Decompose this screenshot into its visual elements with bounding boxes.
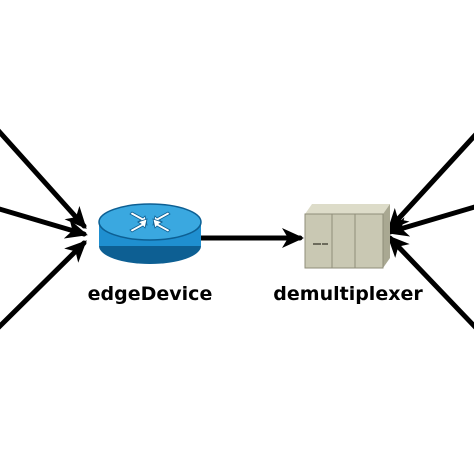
edge-right-middle — [386, 204, 474, 237]
router-icon — [98, 203, 202, 264]
edge-left-upper — [0, 128, 87, 229]
server-box-icon — [304, 204, 390, 269]
edgedevice-label: edgeDevice — [88, 283, 213, 305]
edge-right-upper — [387, 132, 474, 231]
edge-right-lower — [387, 235, 474, 330]
edge-left-middle — [0, 206, 88, 239]
demultiplexer-label: demultiplexer — [273, 283, 423, 305]
edge-left-lower — [0, 240, 87, 330]
